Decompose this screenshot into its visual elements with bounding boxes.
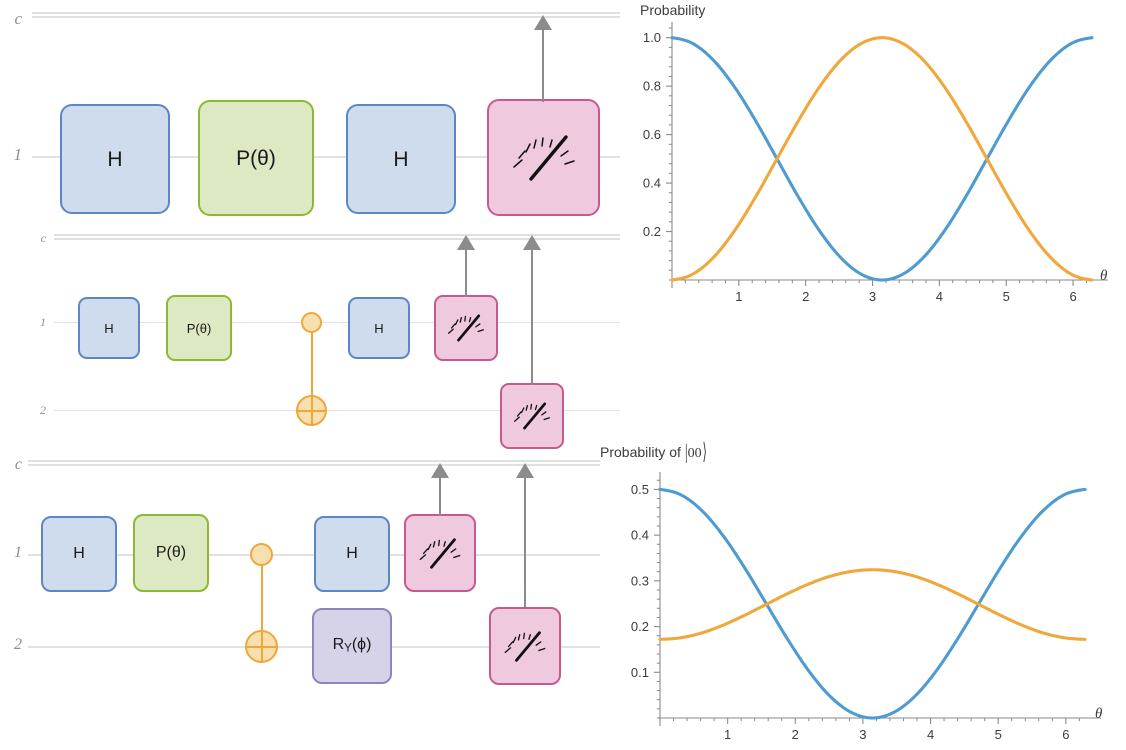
meter-icon — [447, 314, 485, 342]
svg-text:0.4: 0.4 — [643, 176, 661, 191]
svg-text:0.2: 0.2 — [643, 224, 661, 239]
svg-text:2: 2 — [792, 727, 799, 742]
cnot-connector-circ3 — [261, 554, 263, 646]
meter-needle — [523, 402, 547, 430]
meter-icon — [419, 537, 461, 569]
svg-text:0.2: 0.2 — [631, 619, 649, 634]
meter-needle — [528, 134, 568, 181]
svg-text:4: 4 — [927, 727, 934, 742]
probability-chart: Probability 1 2 3 4 5 6 0.2 0.4 0.6 0.8 1.0 θ — [620, 0, 1126, 310]
x-axis-label-theta-2: θ — [1095, 706, 1103, 722]
x-axis-label-theta-1: θ — [1100, 268, 1108, 284]
svg-text:1: 1 — [735, 289, 742, 304]
measure-arrow-shaft-q2-circ3 — [524, 476, 526, 607]
probability-of-00-plot-canvas: 1 2 3 4 5 6 0.1 0.2 0.3 0.4 0.5 — [631, 472, 1101, 742]
gate-measure-q1-circ3[interactable] — [404, 514, 476, 592]
gate-hadamard-q1-c0[interactable]: H — [60, 104, 170, 214]
measure-arrow-shaft-q1-circ3 — [439, 476, 441, 516]
measure-arrow-head-q2-circ2 — [523, 235, 541, 250]
qubit-label-2-2: 2 — [40, 403, 46, 417]
svg-text:0.6: 0.6 — [643, 127, 661, 142]
svg-text:0.3: 0.3 — [631, 573, 649, 588]
classical-register-label-c3: c — [14, 456, 22, 473]
svg-text:2: 2 — [802, 289, 809, 304]
two-qubit-entangled-circuit: c 1 2 H P(θ) H — [30, 225, 620, 449]
qubit-wire-1 — [32, 156, 620, 158]
qubit-label-3-2: 2 — [14, 636, 22, 653]
gate-hadamard-q1-c3-circ3[interactable]: H — [314, 516, 390, 592]
cnot-target-circ3[interactable] — [245, 630, 278, 663]
gate-measure-q1-circ2[interactable] — [434, 295, 498, 361]
gate-phase-q1-c1[interactable]: P(θ) — [198, 100, 314, 216]
gate-ry-label: RY(ϕ) — [332, 635, 372, 655]
chart-title-prefix: Probability of — [600, 444, 685, 460]
svg-text:3: 3 — [869, 289, 876, 304]
svg-text:1.0: 1.0 — [643, 30, 661, 45]
svg-text:6: 6 — [1062, 727, 1069, 742]
measure-arrow-shaft-q2-circ2 — [531, 247, 533, 385]
svg-text:5: 5 — [995, 727, 1002, 742]
measure-arrow-shaft-q1 — [542, 28, 544, 102]
svg-text:0.5: 0.5 — [631, 482, 649, 497]
single-qubit-interference-circuit: c 1 H P(θ) H — [0, 0, 620, 225]
qubit-label-1: 1 — [13, 145, 23, 164]
two-qubit-ry-circuit: c 1 2 H P(θ) H RY(ϕ) — [0, 440, 600, 690]
svg-text:5: 5 — [1003, 289, 1010, 304]
classical-register-wire-3 — [28, 460, 600, 466]
svg-text:0.4: 0.4 — [631, 528, 649, 543]
qubit-wire-2-1 — [54, 322, 620, 323]
probability-plot-canvas: 1 2 3 4 5 6 0.2 0.4 0.6 0.8 1.0 — [643, 22, 1108, 304]
svg-text:0.8: 0.8 — [643, 79, 661, 94]
svg-text:1: 1 — [724, 727, 731, 742]
svg-text:0.1: 0.1 — [631, 665, 649, 680]
classical-register-label-c1: c — [14, 9, 22, 28]
ket-notation: |00⟩ — [684, 441, 707, 466]
cnot-connector-circ2 — [311, 322, 313, 411]
cnot-control-dot-circ2[interactable] — [301, 312, 322, 333]
gate-phase-q1-c1-circ3[interactable]: P(θ) — [133, 514, 209, 592]
qubit-label-2-1: 1 — [40, 315, 46, 329]
chart-title-probability: Probability — [640, 2, 706, 18]
measure-arrow-shaft-q1-circ2 — [465, 247, 467, 297]
svg-text:3: 3 — [859, 727, 866, 742]
measure-arrow-head-q1-circ2 — [457, 235, 475, 250]
measure-arrow-head-q2-circ3 — [516, 463, 534, 478]
chart-title-probability-of-00: Probability of |00⟩ — [600, 441, 707, 466]
meter-needle — [515, 630, 541, 662]
gate-hadamard-q1-c0-circ2[interactable]: H — [78, 297, 140, 359]
gate-hadamard-q1-c3-circ2[interactable]: H — [348, 297, 410, 359]
meter-icon — [512, 134, 575, 181]
gate-hadamard-q1-c2[interactable]: H — [346, 104, 456, 214]
gate-ry-q2-circ3[interactable]: RY(ϕ) — [312, 608, 392, 684]
classical-register-wire-2 — [54, 234, 620, 240]
meter-icon — [504, 630, 546, 662]
gate-measure-q2-circ2[interactable] — [500, 383, 564, 449]
qubit-label-3-1: 1 — [14, 544, 22, 561]
meter-needle — [430, 537, 456, 569]
meter-needle — [457, 314, 481, 342]
measure-arrow-head-q1 — [534, 15, 552, 30]
cnot-control-dot-circ3[interactable] — [250, 543, 273, 566]
gate-phase-q1-c1-circ2[interactable]: P(θ) — [166, 295, 232, 361]
gate-hadamard-q1-c0-circ3[interactable]: H — [41, 516, 117, 592]
gate-measure-q2-circ3[interactable] — [489, 607, 561, 685]
svg-text:4: 4 — [936, 289, 943, 304]
qubit-wire-2-2 — [54, 410, 620, 411]
svg-text:6: 6 — [1069, 289, 1076, 304]
cnot-target-circ2[interactable] — [296, 395, 327, 426]
gate-measure-q1[interactable] — [487, 99, 600, 216]
measure-arrow-head-q1-circ3 — [431, 463, 449, 478]
meter-icon — [513, 402, 551, 430]
probability-of-00-chart: Probability of |00⟩ 1 2 3 4 5 6 0.1 0.2 0.3 0.4 0.… — [595, 440, 1126, 750]
classical-register-wire — [32, 12, 620, 18]
classical-register-label-c2: c — [40, 231, 46, 245]
